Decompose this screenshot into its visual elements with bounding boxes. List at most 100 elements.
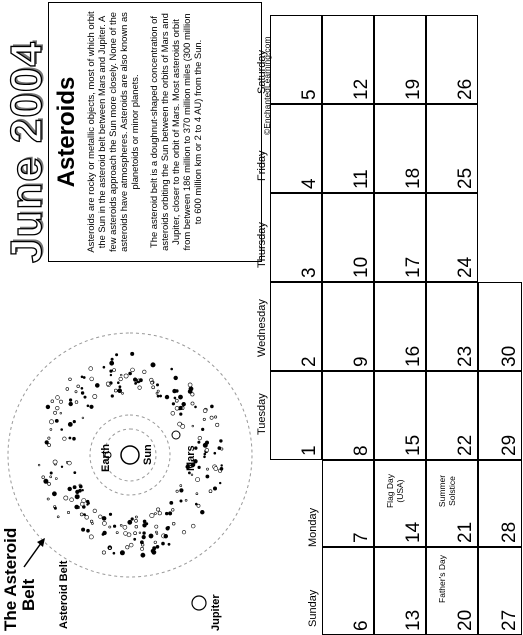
- asteroid-dot: [89, 376, 94, 382]
- asteroid-dot: [74, 400, 79, 404]
- calendar-cell[interactable]: 30: [478, 282, 522, 371]
- asteroid-dot: [196, 503, 201, 508]
- asteroid-dot: [156, 383, 160, 387]
- day-number: 29: [499, 434, 520, 456]
- asteroid-dot: [220, 464, 223, 467]
- asteroid-dot: [75, 489, 80, 494]
- asteroid-dot: [92, 508, 97, 514]
- asteroid-dot: [83, 395, 87, 399]
- asteroid-dot: [142, 369, 147, 374]
- asteroid-dot: [200, 509, 205, 515]
- asteroid-dot: [195, 502, 198, 506]
- asteroid-dot: [67, 486, 72, 492]
- day-number: 3: [299, 267, 320, 278]
- page-title: June 2004: [1, 41, 51, 264]
- asteroid-dot: [139, 540, 144, 545]
- day-number: 13: [403, 609, 424, 631]
- calendar-cell[interactable]: 26: [426, 15, 478, 104]
- calendar-cell[interactable]: 7: [322, 460, 374, 547]
- asteroid-dot: [67, 510, 71, 514]
- asteroid-dot: [179, 499, 183, 503]
- asteroid-dot: [174, 406, 180, 411]
- calendar-cell[interactable]: 4: [270, 104, 322, 193]
- calendar-cell[interactable]: 8: [322, 371, 374, 460]
- day-number: 27: [499, 609, 520, 631]
- day-number: 16: [403, 345, 424, 367]
- calendar-cell[interactable]: 29: [478, 371, 522, 460]
- day-number: 10: [351, 256, 372, 278]
- asteroid-dot: [80, 391, 85, 395]
- asteroid-dot: [44, 440, 49, 445]
- asteroid-dot: [156, 507, 161, 512]
- calendar-cell[interactable]: 22: [426, 371, 478, 460]
- asteroid-dot: [163, 533, 169, 539]
- sun-icon: [120, 445, 140, 465]
- earth-orbit: [103, 428, 157, 482]
- asteroid-dot: [102, 521, 107, 526]
- asteroid-dot: [122, 525, 128, 530]
- info-paragraph-1: Asteroids are rocky or metallic objects,…: [85, 11, 140, 253]
- asteroid-dot: [154, 512, 157, 515]
- calendar-cell[interactable]: 6: [322, 547, 374, 635]
- asteroid-dot: [169, 500, 174, 505]
- asteroid-dot: [137, 378, 140, 382]
- asteroid-dot: [187, 471, 191, 475]
- asteroid-dot: [88, 366, 93, 371]
- asteroid-dot: [171, 402, 175, 406]
- asteroid-dot: [178, 405, 183, 411]
- asteroid-dot: [50, 399, 54, 403]
- calendar-cell[interactable]: 23: [426, 282, 478, 371]
- day-name-friday: Friday: [256, 150, 268, 181]
- day-name-tuesday: Tuesday: [256, 393, 268, 435]
- calendar-cell[interactable]: 15: [374, 371, 426, 460]
- calendar-cell[interactable]: 28: [478, 460, 522, 547]
- asteroid-dot: [156, 389, 160, 393]
- asteroid-dot: [84, 515, 89, 520]
- asteroid-dot: [161, 541, 165, 546]
- day-number: 11: [351, 169, 372, 189]
- calendar-cell[interactable]: 9: [322, 282, 374, 371]
- asteroid-dot: [112, 524, 117, 528]
- calendar-cell[interactable]: 19: [374, 15, 426, 104]
- asteroid-dot: [190, 401, 195, 406]
- calendar-cell[interactable]: 12: [322, 15, 374, 104]
- asteroid-dot: [155, 545, 160, 549]
- calendar-cell[interactable]: 10: [322, 193, 374, 282]
- calendar-cell[interactable]: 27: [478, 547, 522, 635]
- asteroid-dot: [172, 521, 176, 526]
- asteroid-dot: [118, 385, 122, 389]
- day-number: 24: [455, 256, 476, 278]
- asteroid-dot: [159, 394, 163, 398]
- calendar-cell[interactable]: 3: [270, 193, 322, 282]
- calendar-cell[interactable]: 18: [374, 104, 426, 193]
- asteroid-dot: [123, 531, 128, 536]
- calendar-cell[interactable]: 5: [270, 15, 322, 104]
- asteroid-dot: [155, 532, 159, 535]
- asteroid-dot: [81, 488, 84, 492]
- calendar-cell[interactable]: 16: [374, 282, 426, 371]
- asteroid-dot: [138, 531, 142, 535]
- jupiter-label: Jupiter: [210, 594, 222, 631]
- calendar-cell[interactable]: 24: [426, 193, 478, 282]
- day-number: 19: [403, 78, 424, 100]
- asteroid-dot: [130, 367, 135, 373]
- jupiter-icon: [191, 595, 207, 611]
- asteroid-dot: [201, 427, 205, 431]
- asteroid-dot: [153, 540, 157, 544]
- asteroid-dot: [56, 515, 60, 519]
- asteroid-dot: [213, 451, 217, 455]
- day-number: 18: [403, 167, 424, 189]
- calendar-cell[interactable]: 25: [426, 104, 478, 193]
- calendar-cell[interactable]: 2: [270, 282, 322, 371]
- asteroid-dot: [180, 424, 186, 429]
- day-number: 22: [455, 434, 476, 456]
- calendar-cell[interactable]: 11: [322, 104, 374, 193]
- asteroid-dot: [108, 546, 112, 550]
- asteroid-dot: [150, 548, 155, 554]
- calendar-cell[interactable]: 17: [374, 193, 426, 282]
- calendar-cell[interactable]: 13: [374, 547, 426, 635]
- calendar-cell[interactable]: 1: [270, 371, 322, 460]
